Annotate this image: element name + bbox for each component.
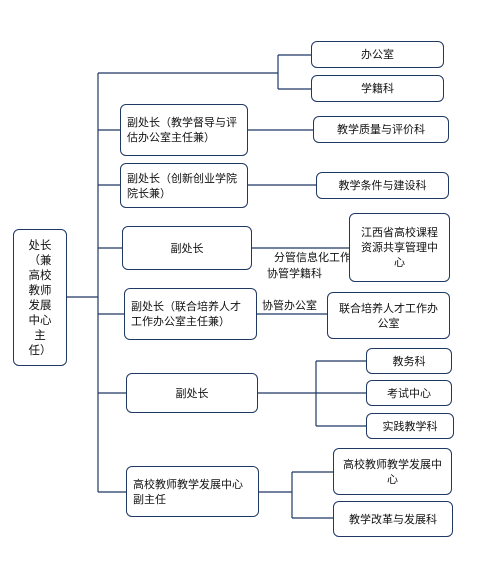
unit-deputy-supervision: 副处长（教学督导与评估办公室主任兼） — [120, 104, 248, 156]
sub-unit-joint-training-office: 联合培养人才工作办公室 — [327, 292, 450, 339]
sub-unit-quality-evaluation: 教学质量与评价科 — [313, 116, 449, 143]
link-label-informatization: 分管信息化工作 协管学籍科 — [267, 251, 351, 280]
sub-unit-conditions-construction: 教学条件与建设科 — [316, 172, 449, 199]
sub-unit-academic-affairs: 教务科 — [366, 348, 452, 374]
root-label: 处长（兼高校教师发展中心主任） — [28, 237, 52, 357]
sub-unit-teaching-development-center: 高校教师教学发展中心 — [333, 448, 452, 495]
link-label-assist-office: 协管办公室 — [262, 299, 317, 312]
direct-unit-student-records: 学籍科 — [311, 75, 444, 102]
unit-deputy-informatization: 副处长 — [122, 226, 252, 270]
unit-deputy-joint-training: 副处长（联合培养人才工作办公室主任兼） — [124, 288, 257, 340]
unit-deputy-academic-affairs: 副处长 — [126, 373, 258, 413]
sub-unit-teaching-reform: 教学改革与发展科 — [333, 501, 453, 537]
direct-unit-office: 办公室 — [311, 41, 444, 68]
sub-unit-course-resources-center: 江西省高校课程资源共享管理中心 — [349, 213, 450, 282]
sub-unit-practical-teaching: 实践教学科 — [366, 413, 454, 439]
unit-teaching-development-deputy: 高校教师教学发展中心副主任 — [126, 466, 259, 517]
unit-deputy-innovation: 副处长（创新创业学院院长兼） — [120, 163, 248, 208]
root-box-director: 处长（兼高校教师发展中心主任） — [13, 229, 67, 366]
sub-unit-exam-center: 考试中心 — [366, 380, 452, 406]
